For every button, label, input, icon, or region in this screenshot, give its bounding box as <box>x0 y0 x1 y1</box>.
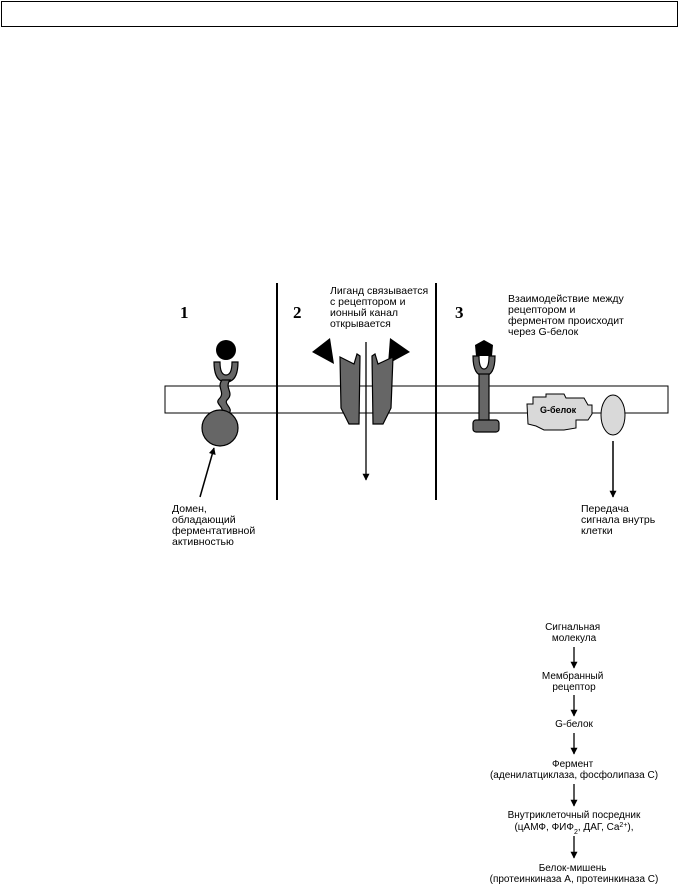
panel-number-3: 3 <box>455 303 464 322</box>
receptor-head <box>213 361 239 383</box>
cascade-g-protein: G-белок <box>555 718 593 730</box>
channel-subunit-left <box>339 353 361 425</box>
effector-enzyme <box>600 394 626 436</box>
gpcr-receptor-head <box>472 355 496 377</box>
gpcr-receptor-foot <box>472 419 500 433</box>
ligand-pentagon <box>475 340 493 356</box>
gpcr-caption: Взаимодействие между рецептором и фермен… <box>508 293 627 338</box>
ion-channel-caption: Лиганд связывается с рецептором и ионный… <box>330 285 431 330</box>
enzyme-domain-note: Домен, обладающий ферментативной активно… <box>172 503 258 548</box>
header-box <box>1 1 678 27</box>
cascade-target-protein: Белок-мишень (протеинкиназа A, протеинки… <box>490 863 659 885</box>
channel-subunit-right <box>371 353 394 425</box>
cascade-signal-molecule: Сигнальная молекула <box>545 622 603 644</box>
cascade-membrane-receptor: Мембранный рецептор <box>542 670 606 693</box>
g-protein: G-белок <box>526 393 593 431</box>
signaling-cascade: Сигнальная молекула Мембранный рецептор … <box>490 622 659 885</box>
panel-number-1: 1 <box>180 303 189 322</box>
cascade-second-messenger-list: (цАМФ, ФИФ2, ДАГ, Ca2+), <box>514 822 633 836</box>
panel-1-receptor <box>199 340 239 498</box>
gpcr-receptor-stalk <box>478 373 490 425</box>
panel-2-ion-channel <box>312 338 410 481</box>
cascade-enzyme: Фермент (аденилатциклаза, фосфолипаза C) <box>490 759 658 781</box>
cascade-second-messenger-title: Внутриклеточный посредник <box>508 810 641 821</box>
g-protein-label: G-белок <box>540 405 577 415</box>
panel-number-2: 2 <box>293 303 302 322</box>
ligand-circle <box>216 340 236 360</box>
panel-3-gpcr: G-белок <box>472 340 626 498</box>
signal-transfer-note: Передача сигнала внутрь клетки <box>581 503 658 537</box>
ligand-triangle-left <box>312 338 334 364</box>
g-protein-body <box>526 393 593 431</box>
cell-membrane <box>164 385 669 414</box>
enzyme-domain <box>201 409 239 447</box>
enzyme-domain-arrow <box>199 447 216 498</box>
